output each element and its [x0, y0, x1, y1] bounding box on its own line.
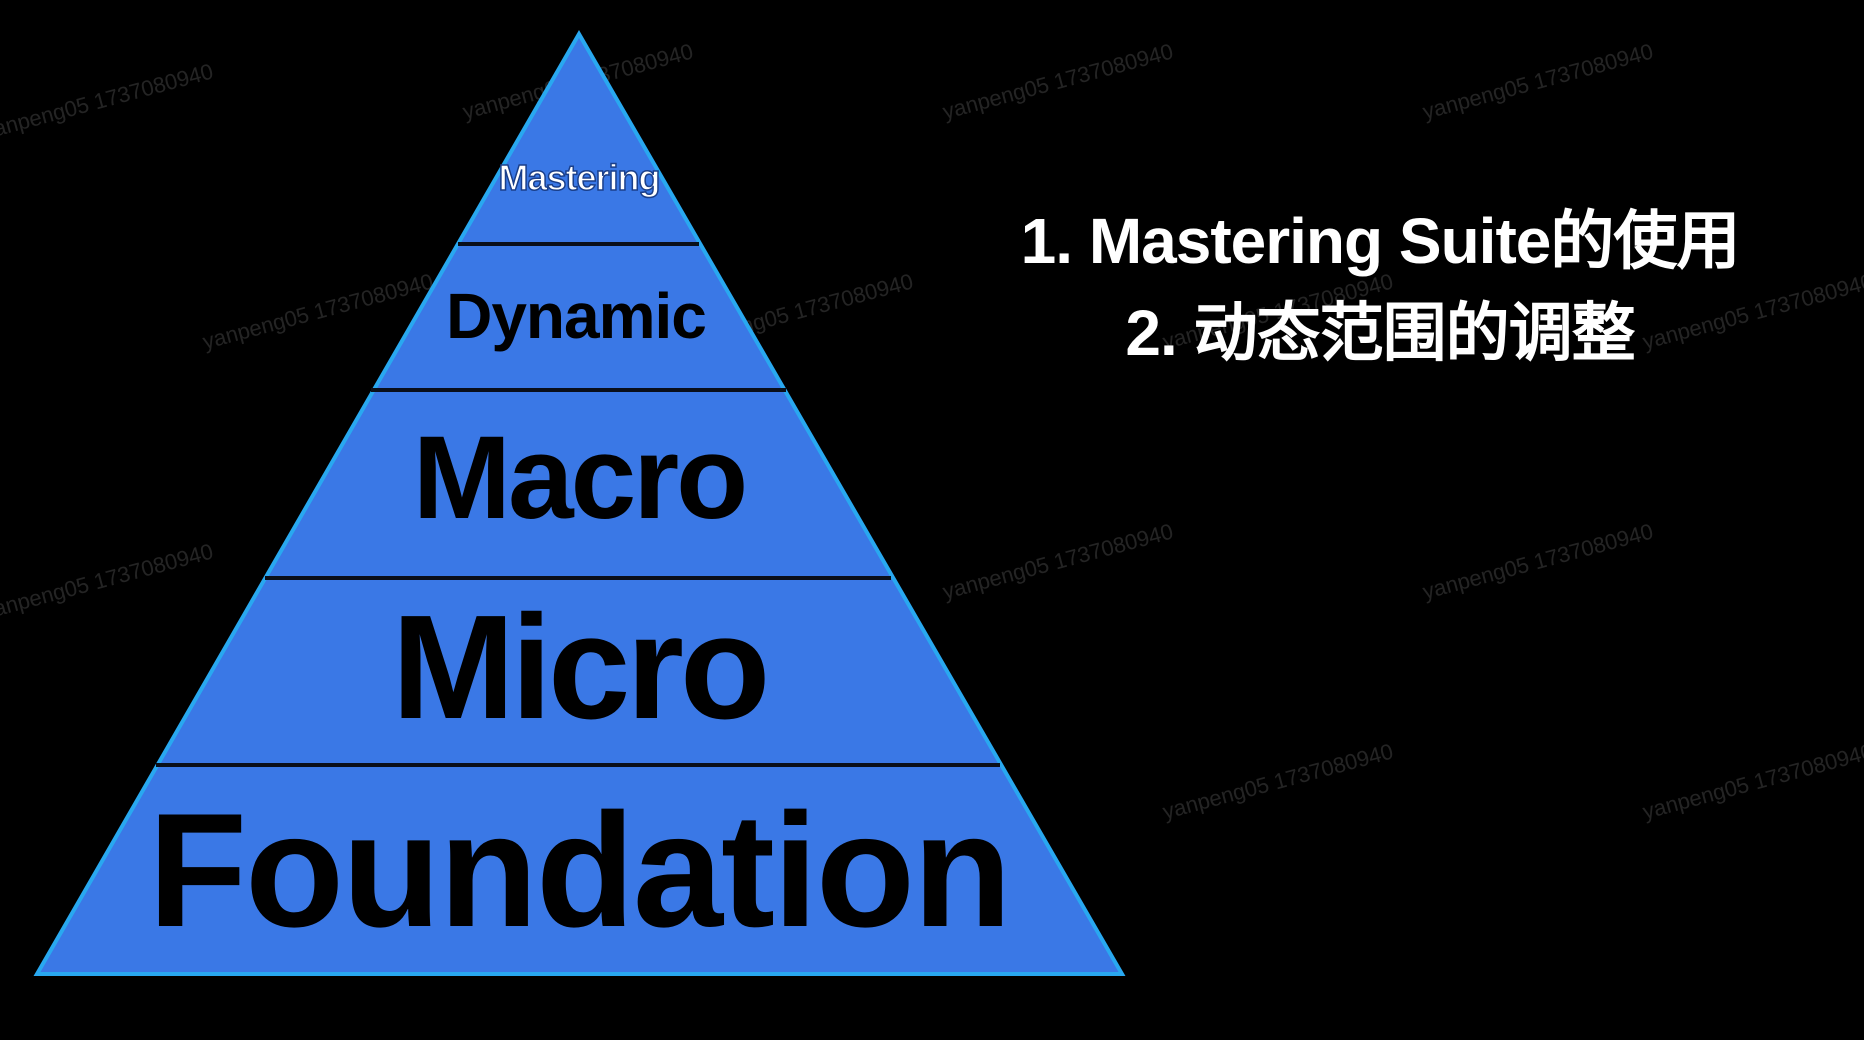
agenda-item-2: 2. 动态范围的调整: [1125, 297, 1635, 369]
pyramid-level-dynamic: Dynamic: [446, 280, 706, 352]
agenda-item-1: 1. Mastering Suite的使用: [1020, 205, 1741, 277]
agenda-list: 1. Mastering Suite的使用 2. 动态范围的调整: [960, 195, 1800, 379]
pyramid-level-micro: Micro: [392, 585, 767, 750]
pyramid-level-foundation: Foundation: [148, 780, 1010, 961]
pyramid-level-macro: Macro: [413, 412, 746, 544]
pyramid-shape: [33, 29, 1126, 976]
pyramid-level-mastering: Mastering: [498, 157, 659, 198]
